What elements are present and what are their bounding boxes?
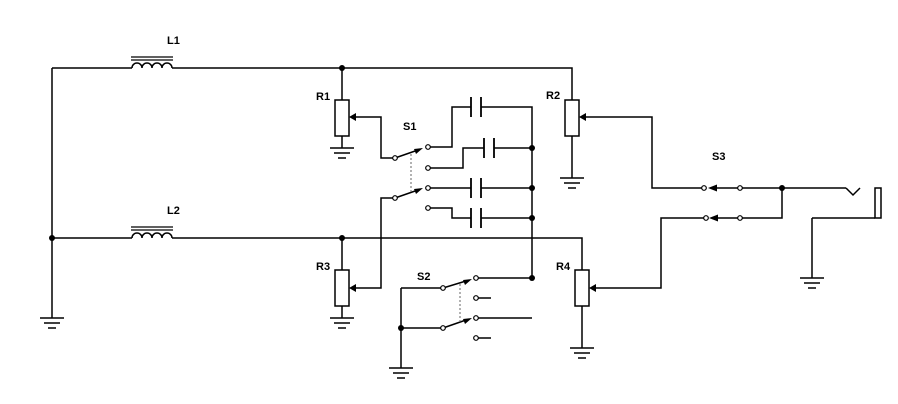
label-r2: R2 [546, 90, 560, 102]
switch-s3 [701, 184, 743, 222]
label-l1: L1 [167, 35, 180, 47]
capacitor-1 [470, 97, 482, 117]
inductor-l2 [131, 226, 173, 239]
switch-s2 [440, 275, 491, 341]
label-l2: L2 [167, 205, 180, 217]
ground-symbol-r2 [560, 177, 584, 189]
wires [51, 67, 875, 368]
inductor-l1 [131, 56, 173, 69]
potentiometer-r1 [334, 99, 356, 137]
switch-s1 [392, 144, 431, 211]
capacitor-2 [483, 138, 495, 158]
output-jack [845, 187, 882, 219]
potentiometer-r3 [334, 269, 356, 307]
label-r3: R3 [316, 261, 330, 273]
label-s3: S3 [712, 151, 725, 163]
ground-symbol-jack [800, 277, 824, 289]
ground-symbol-left [40, 317, 64, 329]
label-s2: S2 [417, 271, 430, 283]
ground-symbol-r1 [330, 147, 354, 159]
component-labels: L1 L2 R1 R2 R3 R4 S1 S2 S3 [167, 35, 725, 283]
label-r4: R4 [556, 261, 571, 273]
potentiometer-r4 [574, 269, 596, 307]
potentiometer-r2 [564, 99, 586, 137]
junction-dots [49, 65, 785, 331]
label-r1: R1 [316, 91, 330, 103]
ground-symbol-s2 [389, 367, 413, 379]
capacitor-4 [470, 208, 482, 228]
label-s1: S1 [403, 121, 416, 133]
capacitor-3 [470, 178, 482, 198]
ground-symbol-r3 [330, 317, 354, 329]
ground-symbol-r4 [570, 347, 594, 359]
